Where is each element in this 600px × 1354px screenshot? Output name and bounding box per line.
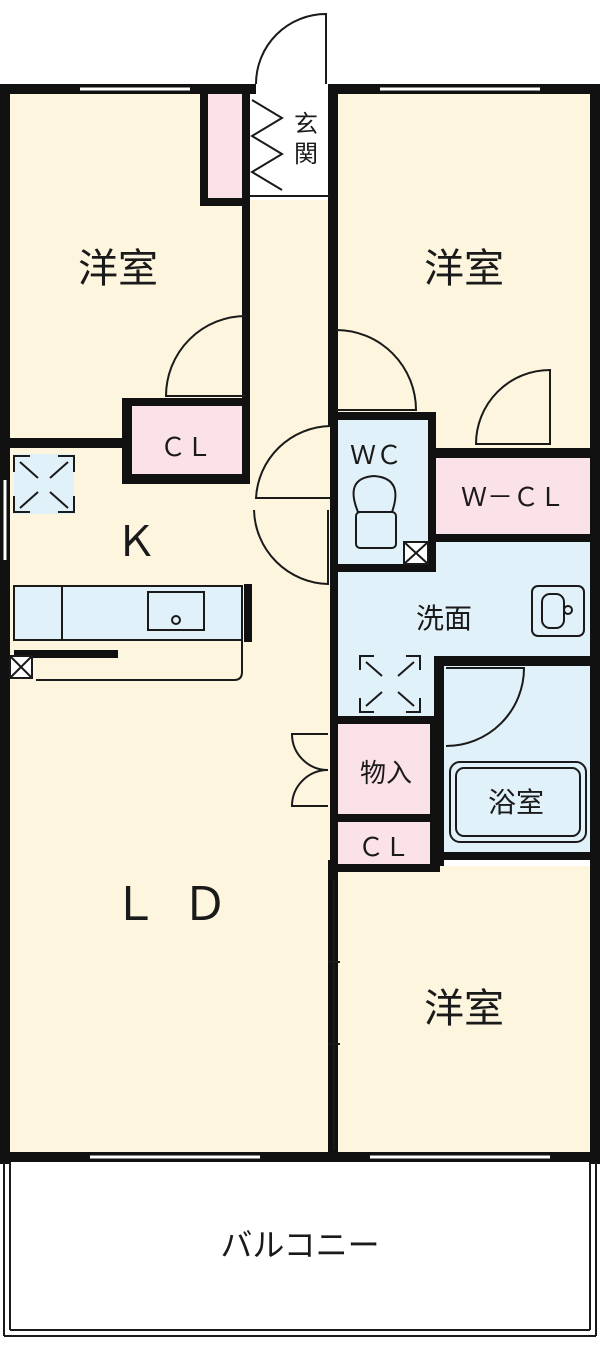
floor-fills — [4, 92, 596, 1350]
wall-wcl-bottom — [430, 534, 600, 542]
wall-closet-left-left — [122, 398, 132, 480]
floor-closet-left — [126, 402, 246, 478]
floor-ldk — [8, 444, 336, 1156]
wall-toilet-left — [330, 412, 338, 572]
wall-kitchen-stub — [244, 584, 252, 642]
wall-bath-bottom — [434, 852, 600, 860]
balcony-outline — [3, 1162, 597, 1337]
label-toilet: ＷＣ — [350, 441, 402, 471]
floor-storage — [336, 722, 434, 818]
label-western-room-bottom-right: 洋室 — [424, 986, 504, 1032]
label-balcony: バルコニー — [220, 1226, 379, 1264]
wall-closet-left-bottom — [122, 474, 250, 484]
entrance-fold-door — [250, 99, 330, 197]
wall-toilet-top — [330, 412, 436, 420]
kitchen — [13, 585, 243, 681]
wall-closet-bottom-bottom — [330, 864, 440, 872]
sink-icon — [147, 591, 205, 631]
toilet-icon — [352, 474, 397, 549]
wall-washroom-left — [330, 566, 338, 726]
label-closet-left: ＣＬ — [160, 433, 212, 463]
wall-center-upper — [328, 84, 338, 426]
floor-balcony — [4, 1160, 596, 1350]
door-swing-icon — [255, 12, 327, 85]
wall-hall-left-upper — [242, 92, 250, 408]
wall-washroom-bottom — [330, 716, 440, 724]
wall-kitchen-partition — [14, 650, 118, 658]
bathtub-icon — [449, 761, 587, 843]
door-swing-icon — [335, 329, 418, 411]
floor-kitchen-counter — [14, 586, 242, 640]
wall-shoe-closet-left — [200, 92, 208, 206]
label-closet-bottom: ＣＬ — [358, 833, 410, 863]
doors — [164, 12, 551, 1150]
wall-shoe-closet-bottom — [200, 198, 250, 206]
label-storage: 物入 — [360, 759, 412, 789]
wall-top-left-room-bottom — [8, 438, 132, 448]
wall-toilet-bottom — [330, 564, 436, 572]
door-swing-icon — [253, 509, 329, 586]
boxed-x-icon — [9, 541, 429, 679]
wall-center-lower — [330, 720, 338, 870]
label-western-room-top-left: 洋室 — [78, 246, 158, 292]
label-kitchen: Ｋ — [115, 517, 157, 566]
outer-wall-right — [590, 84, 600, 1164]
dashed-box-x-icon — [13, 454, 75, 514]
door-swing-icon — [290, 769, 329, 807]
wall-toilet-right — [428, 412, 436, 572]
door-swing-icon — [290, 733, 329, 771]
sink-icon — [531, 585, 585, 637]
outer-wall-left — [0, 84, 10, 1164]
wall-bath-left — [434, 656, 444, 866]
wall-closet-left-top — [122, 398, 250, 406]
floor-bottom-right-room — [336, 866, 592, 1156]
floor-shoe-closet — [206, 92, 246, 198]
outer-wall-bottom — [0, 1152, 600, 1162]
door-swing-icon — [445, 667, 526, 747]
label-walkin-closet: Ｗ－ＣＬ — [461, 483, 565, 513]
label-bathroom: 浴室 — [488, 786, 544, 819]
wall-wcl-top — [430, 448, 600, 458]
floor-bathroom — [440, 662, 592, 852]
wall-storage-right — [430, 720, 438, 870]
door-swing-icon — [164, 315, 247, 397]
dashed-box-x-icon — [359, 655, 421, 713]
label-washroom: 洗面 — [416, 602, 472, 635]
label-entrance: 玄関 — [294, 110, 318, 168]
floor-walkin-closet — [434, 456, 592, 536]
room-labels: 洋室 洋室 洋室 ＣＬ ＣＬ Ｗ－ＣＬ ＷＣ 洗面 浴室 物入 Ｋ ＬＤ 玄関 … — [78, 110, 565, 1264]
door-swing-icon — [254, 425, 331, 499]
wall-closet-left-right — [242, 398, 250, 484]
windows — [3, 87, 550, 1159]
wall-storage-bottom — [330, 814, 440, 822]
floor-closet-bottom — [336, 820, 434, 866]
floor-entrance — [248, 92, 332, 200]
door-swing-icon — [474, 368, 551, 445]
label-western-room-top-right: 洋室 — [424, 246, 504, 292]
kitchen-counter — [13, 585, 243, 641]
label-living-dining: ＬＤ — [112, 877, 252, 931]
wall-bath-top — [434, 656, 600, 666]
